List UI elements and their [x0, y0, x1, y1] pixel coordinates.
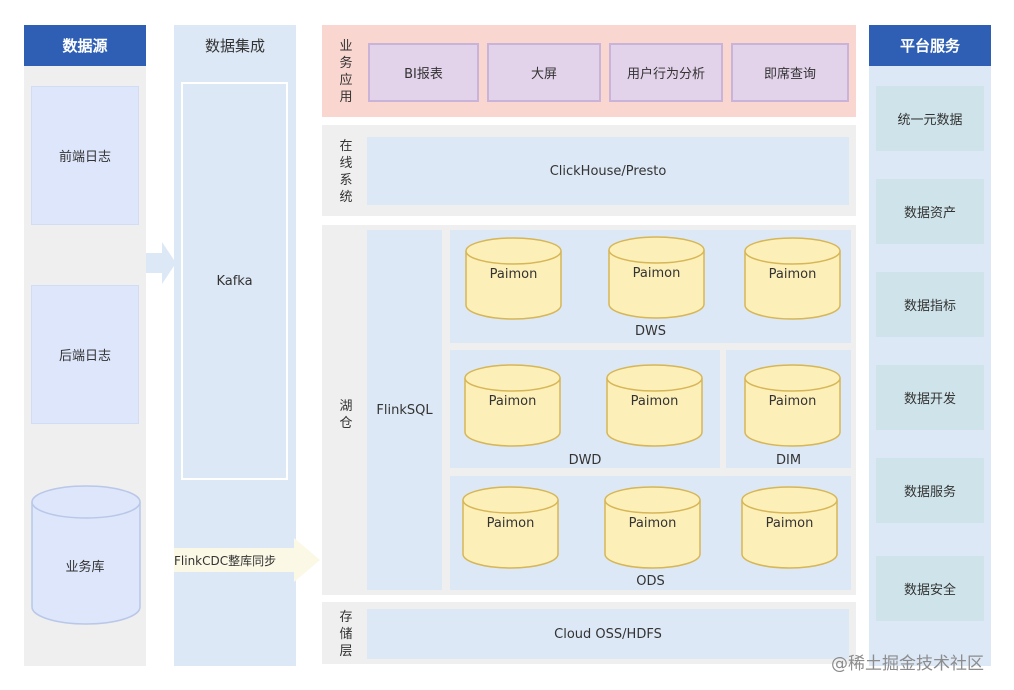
- paimon-cylinder-dim-1: Paimon: [744, 364, 841, 448]
- business-app-label: 业务应用: [339, 39, 353, 105]
- data-service-box: 数据服务: [876, 458, 984, 523]
- paimon-table-icon: [744, 237, 841, 320]
- paimon-label: Paimon: [628, 516, 677, 531]
- paimon-cylinder-dwd-1: Paimon: [464, 364, 561, 448]
- paimon-cylinder-ods-3: Paimon: [741, 486, 838, 570]
- paimon-label: Paimon: [768, 394, 817, 409]
- data-metrics-box: 数据指标: [876, 272, 984, 337]
- data-development-box: 数据开发: [876, 365, 984, 430]
- flinksql-box: FlinkSQL: [367, 230, 442, 590]
- dwd-label: DWD: [568, 452, 602, 468]
- cdc-arrow-icon: [174, 538, 320, 582]
- paimon-table-icon: [741, 486, 838, 569]
- cloud-storage-box: Cloud OSS/HDFS: [367, 609, 849, 659]
- paimon-table-icon: [604, 486, 701, 569]
- lakehouse-label: 湖仓: [339, 399, 353, 431]
- storage-label: 存储层: [339, 609, 353, 659]
- paimon-label: Paimon: [486, 516, 535, 531]
- online-system-label: 在线系统: [339, 139, 353, 205]
- paimon-table-icon: [606, 364, 703, 447]
- cdc-label: FlinkCDC整库同步: [174, 554, 277, 568]
- clickhouse-presto-box: ClickHouse/Presto: [367, 137, 849, 205]
- paimon-label: Paimon: [630, 394, 679, 409]
- front-log-box: 前端日志: [31, 86, 139, 225]
- paimon-cylinder-dws-3: Paimon: [744, 237, 841, 321]
- back-log-box: 后端日志: [31, 285, 139, 424]
- ods-label: ODS: [636, 573, 665, 589]
- paimon-table-icon: [744, 364, 841, 447]
- data-assets-box: 数据资产: [876, 179, 984, 244]
- paimon-label: Paimon: [488, 394, 537, 409]
- paimon-table-icon: [462, 486, 559, 569]
- paimon-label: Paimon: [768, 267, 817, 282]
- adhoc-query-box: 即席查询: [731, 43, 849, 102]
- watermark: @稀土掘金技术社区: [831, 654, 984, 674]
- arrow-right-icon: [146, 242, 176, 284]
- paimon-table-icon: [608, 236, 705, 319]
- integration-header: 数据集成: [204, 37, 265, 55]
- unified-metadata-box: 统一元数据: [876, 86, 984, 151]
- paimon-table-icon: [465, 237, 562, 320]
- platform-header: 平台服务: [869, 25, 991, 66]
- dim-label: DIM: [775, 452, 802, 468]
- big-screen-box: 大屏: [487, 43, 601, 102]
- biz-db-label: 业务库: [65, 559, 105, 575]
- kafka-box: Kafka: [181, 82, 288, 480]
- data-security-box: 数据安全: [876, 556, 984, 621]
- paimon-label: Paimon: [632, 266, 681, 281]
- bi-report-box: BI报表: [368, 43, 479, 102]
- user-behavior-box: 用户行为分析: [609, 43, 723, 102]
- database-icon: [31, 485, 141, 625]
- paimon-cylinder-dws-2: Paimon: [608, 236, 705, 320]
- paimon-cylinder-ods-1: Paimon: [462, 486, 559, 570]
- paimon-cylinder-dwd-2: Paimon: [606, 364, 703, 448]
- dws-label: DWS: [634, 323, 667, 339]
- data-source-header: 数据源: [24, 25, 146, 66]
- paimon-table-icon: [464, 364, 561, 447]
- biz-db-cylinder: 业务库: [31, 485, 141, 625]
- paimon-cylinder-dws-1: Paimon: [465, 237, 562, 321]
- paimon-label: Paimon: [765, 516, 814, 531]
- paimon-label: Paimon: [489, 267, 538, 282]
- paimon-cylinder-ods-2: Paimon: [604, 486, 701, 570]
